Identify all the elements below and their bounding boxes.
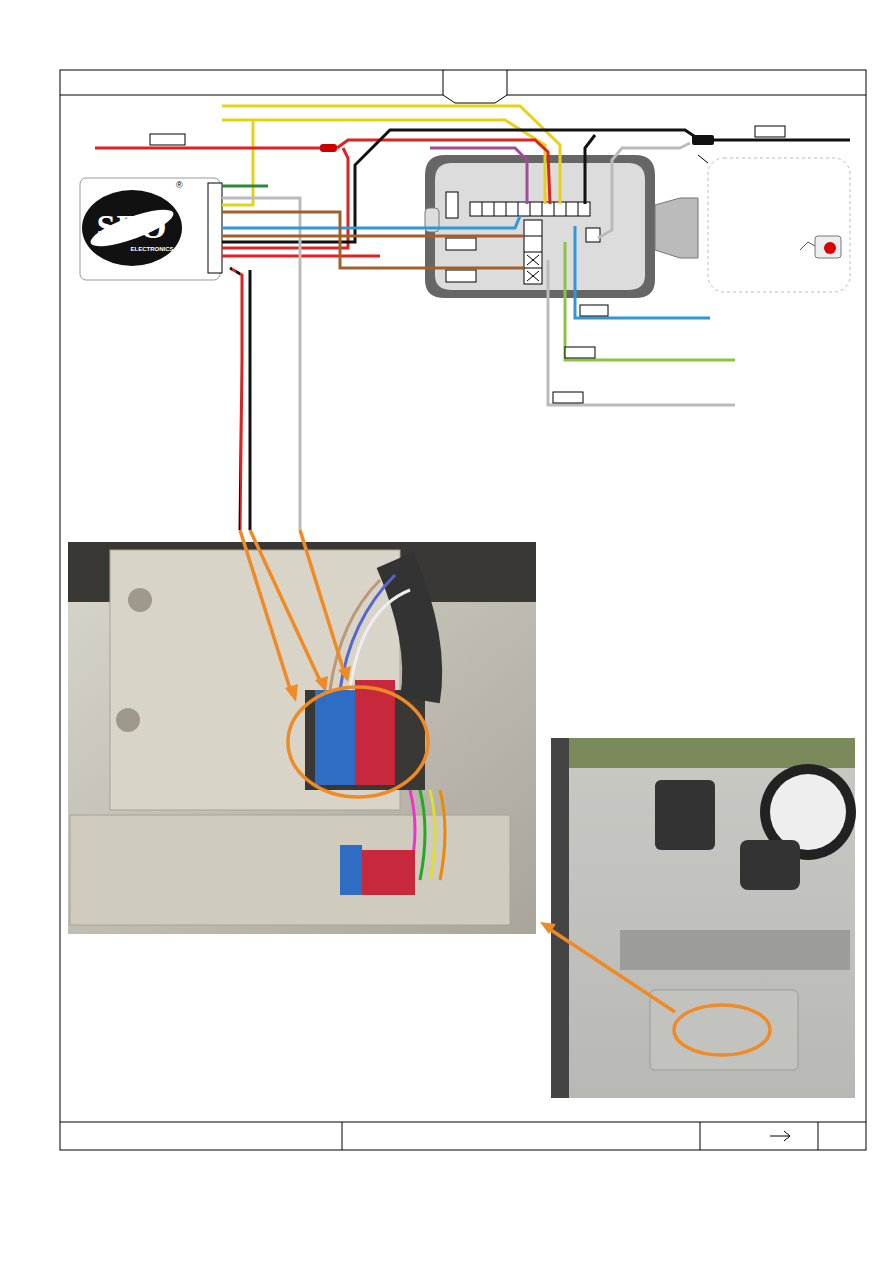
control-module [80,178,220,280]
orange-callouts [240,530,770,1055]
heater-terminals [446,192,600,284]
registered-mark: ® [176,180,183,190]
heater-nozzle [655,198,698,258]
remote-icon [800,236,841,258]
photo-fusebox [68,542,536,934]
wires [95,106,850,530]
logo-ellipse [82,190,182,266]
arrowheads [285,666,556,934]
brand-name: SEO [82,208,182,246]
remote-area [708,158,850,292]
module-connector [208,183,222,273]
leader-line [698,155,708,163]
page-frame [60,70,866,1150]
fuse [320,144,337,152]
wire-tags [150,126,785,403]
connector-plug [692,135,714,145]
photo-dashboard [551,738,856,1098]
brand-subtitle: ELECTRONICS [112,246,192,252]
module-logo: SEOELECTRONICS® [82,186,186,270]
